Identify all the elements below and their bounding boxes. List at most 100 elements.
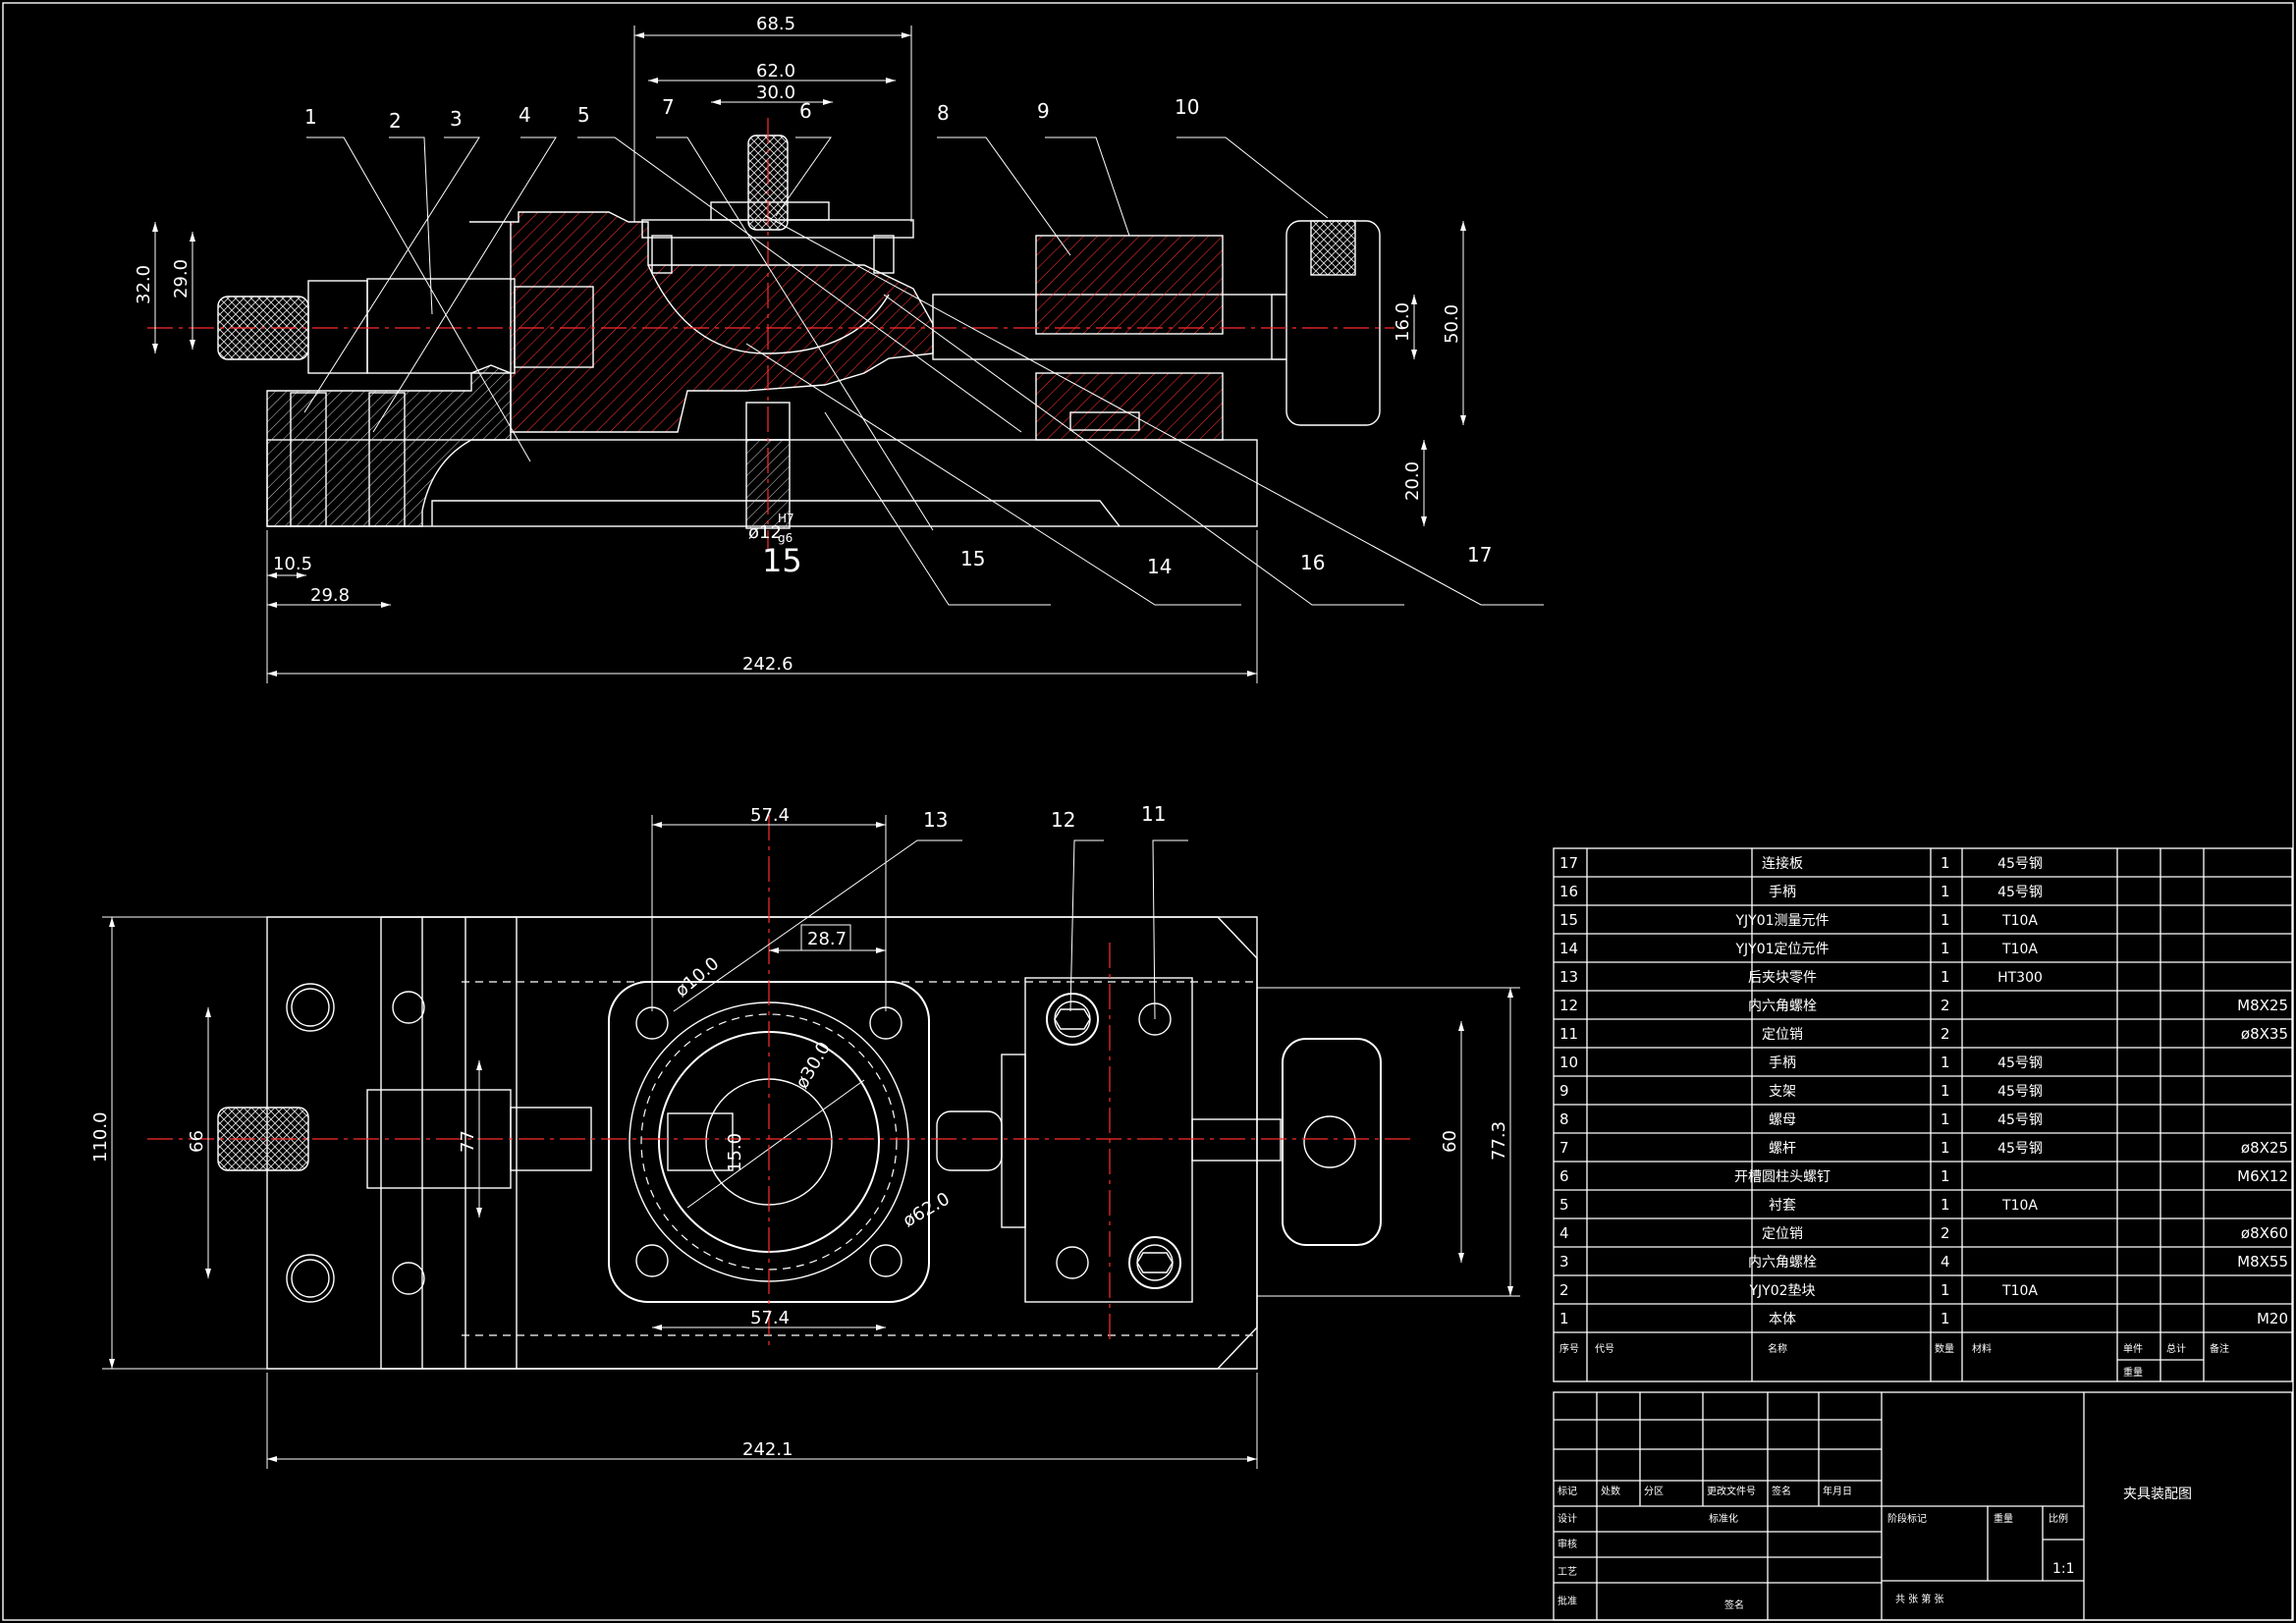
bom-cell-mat: T10A [2001, 913, 2038, 929]
balloon-15: 15 [960, 547, 985, 570]
tb-docno: 更改文件号 [1707, 1485, 1756, 1497]
plan-dim-60: 60 [1440, 1130, 1460, 1153]
tb-count: 处数 [1601, 1485, 1620, 1497]
bom-cell-no: 16 [1559, 883, 1578, 900]
bom-cell-no: 11 [1559, 1025, 1578, 1043]
bom-cell-no: 2 [1559, 1281, 1569, 1299]
dim-fit-top: H7 [778, 512, 794, 525]
bom-cell-name: 本体 [1769, 1312, 1796, 1327]
bom-cell-qty: 1 [1941, 1196, 1950, 1214]
dim-right-h3: 20.0 [1402, 461, 1423, 501]
balloon-1: 1 [304, 105, 317, 129]
plan-dim-d30: ø30.0 [792, 1039, 835, 1093]
bom-cell-no: 7 [1559, 1139, 1569, 1157]
bom-cell-qty: 1 [1941, 854, 1950, 872]
section-mark: 15 [762, 542, 802, 579]
dim-fit-bot: g6 [778, 531, 793, 545]
front-balloons: 1 2 3 4 5 7 6 8 9 10 15 14 16 17 [304, 95, 1492, 578]
bom-cell-no: 17 [1559, 854, 1578, 872]
plan-dim-height: 110.0 [90, 1111, 111, 1163]
bom-cell-qty: 2 [1941, 1025, 1950, 1043]
bom-cell-qty: 1 [1941, 1310, 1950, 1327]
dim-bottom-b: 29.8 [310, 585, 350, 606]
bom-cell-mat: HT300 [1997, 970, 2043, 986]
balloon-13: 13 [923, 808, 948, 832]
bom-cell-qty: 1 [1941, 911, 1950, 929]
bom-cell-name: 手柄 [1769, 885, 1796, 900]
balloon-5: 5 [577, 103, 590, 127]
front-section-view: 68.5 62.0 30.0 32.0 29.0 10.5 29.8 242.6… [134, 14, 1544, 683]
bom-cell-no: 4 [1559, 1224, 1569, 1242]
bom-cell-no: 1 [1559, 1310, 1569, 1327]
bom-cell-mat: T10A [2001, 942, 2038, 957]
bom-cell-spec: ø8X35 [2241, 1025, 2288, 1043]
dim-top-mid: 62.0 [756, 61, 795, 81]
front-dimensions [152, 26, 1466, 683]
plan-dim-top: 57.4 [750, 805, 790, 826]
dim-right-h2: 50.0 [1442, 304, 1462, 344]
dim-pin: ø12 [748, 522, 782, 543]
bom-header-mat: 材料 [1972, 1342, 1992, 1355]
balloon-12: 12 [1051, 808, 1075, 832]
tb-date: 年月日 [1823, 1485, 1852, 1497]
plan-dim-66: 66 [187, 1130, 207, 1153]
bom-cell-name: 后夹块零件 [1748, 970, 1817, 986]
tb-approve: 批准 [1558, 1595, 1577, 1607]
bom-cell-qty: 1 [1941, 1139, 1950, 1157]
bom-cell-qty: 1 [1941, 883, 1950, 900]
balloon-4: 4 [519, 103, 531, 127]
bom-cell-spec: M6X12 [2237, 1167, 2288, 1185]
bom-cell-name: 衬套 [1769, 1198, 1796, 1214]
bom-cell-name: 螺母 [1769, 1112, 1796, 1128]
bom-cell-no: 14 [1559, 940, 1578, 957]
plan-dim-overall: 242.1 [742, 1439, 793, 1460]
tb-design: 设计 [1558, 1512, 1577, 1525]
bom-cell-no: 15 [1559, 911, 1578, 929]
tb-check: 审核 [1558, 1538, 1577, 1550]
tb-stage: 阶段标记 [1887, 1512, 1927, 1525]
tb-weight: 重量 [1994, 1512, 2013, 1525]
tb-scale: 1:1 [2052, 1561, 2075, 1577]
bom-cell-no: 10 [1559, 1054, 1578, 1071]
bom-cell-qty: 2 [1941, 1224, 1950, 1242]
bom-cell-name: YJY01定位元件 [1734, 942, 1829, 957]
bom-header-note: 备注 [2210, 1342, 2229, 1355]
plan-dim-d15: 15.0 [725, 1133, 745, 1172]
plan-dim-d62: ø62.0 [900, 1189, 954, 1232]
bom-cell-name: 内六角螺栓 [1748, 1255, 1817, 1271]
bom-cell-qty: 2 [1941, 997, 1950, 1014]
dim-h-left-inner: 29.0 [171, 259, 191, 298]
tb-std: 标准化 [1709, 1512, 1738, 1525]
bom-cell-no: 9 [1559, 1082, 1569, 1100]
plan-dimensions [102, 815, 1520, 1469]
balloon-14: 14 [1147, 555, 1172, 578]
bom-cell-name: 螺杆 [1769, 1141, 1796, 1157]
bom-cell-qty: 1 [1941, 1082, 1950, 1100]
bom-cell-name: 内六角螺栓 [1748, 999, 1817, 1014]
bom-cell-no: 13 [1559, 968, 1578, 986]
bom-cell-no: 12 [1559, 997, 1578, 1014]
front-leaders [303, 136, 1544, 606]
bom-cell-name: 连接板 [1762, 855, 1803, 872]
bom-cell-no: 3 [1559, 1253, 1569, 1271]
bom-cell-mat: T10A [2001, 1198, 2038, 1214]
balloon-17: 17 [1467, 543, 1492, 567]
dim-overall: 242.6 [742, 654, 793, 675]
dim-right-h1: 16.0 [1393, 302, 1413, 342]
bom-cell-name: 定位销 [1762, 1226, 1803, 1242]
bom-cell-mat: T10A [2001, 1283, 2038, 1299]
bom-header-total: 总计 [2166, 1342, 2186, 1355]
